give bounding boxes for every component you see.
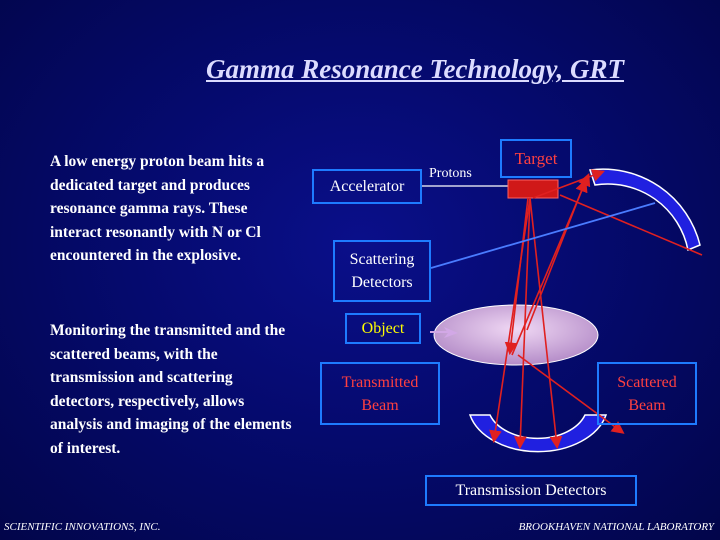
accelerator-label: Accelerator	[312, 169, 422, 204]
intro-paragraph: A low energy proton beam hits a dedicate…	[50, 153, 265, 264]
target-block	[507, 179, 559, 199]
footer-right-credit: BROOKHAVEN NATIONAL LABORATORY	[518, 521, 714, 533]
protons-label: Protons	[429, 166, 472, 181]
footer-left-credit: SCIENTIFIC INNOVATIONS, INC.	[4, 521, 161, 533]
transmission-detector-shape	[468, 414, 608, 453]
scattering-detector-shape	[589, 168, 701, 252]
object-pointer-arrow	[444, 327, 458, 338]
scattering-detectors-label: Scattering Detectors	[333, 240, 431, 302]
scattered-beam-label: Scattered Beam	[597, 362, 697, 425]
scattering-link-line	[430, 202, 656, 269]
monitoring-paragraph: Monitoring the transmitted and the scatt…	[50, 322, 292, 457]
transmitted-beam-label: Transmitted Beam	[320, 362, 440, 425]
transmission-detectors-label: Transmission Detectors	[425, 475, 637, 506]
target-label: Target	[500, 139, 572, 178]
page-title: Gamma Resonance Technology, GRT	[206, 54, 624, 84]
object-shape	[433, 304, 599, 366]
object-label: Object	[345, 313, 421, 344]
